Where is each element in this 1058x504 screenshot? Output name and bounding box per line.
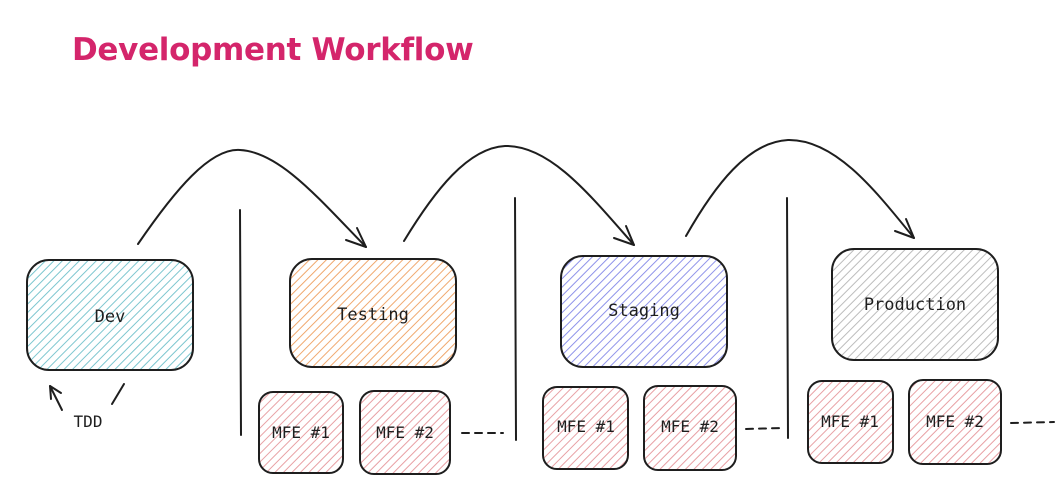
more-mfe-dashes — [1010, 421, 1055, 424]
arrow-staging-to-production — [685, 138, 915, 239]
mfe-card: MFE #1 — [542, 386, 629, 470]
column-divider-3 — [786, 197, 789, 439]
stage-dev: Dev — [26, 259, 194, 371]
stage-dev-label: Dev — [95, 307, 126, 327]
stage-staging: Staging — [560, 255, 728, 368]
stage-testing: Testing — [289, 258, 457, 368]
mfe-card: MFE #2 — [359, 390, 451, 475]
mfe-label: MFE #1 — [557, 417, 615, 436]
stage-staging-label: Staging — [608, 301, 680, 321]
column-divider-2 — [514, 197, 517, 441]
more-mfe-dashes — [745, 427, 783, 430]
mfe-label: MFE #2 — [926, 412, 984, 431]
mfe-label: MFE #1 — [272, 423, 330, 442]
mfe-label: MFE #2 — [661, 417, 719, 436]
arrow-testing-to-staging — [403, 144, 635, 246]
tdd-label: TDD — [74, 412, 103, 431]
mfe-card: MFE #2 — [643, 385, 737, 471]
mfe-card: MFE #2 — [908, 379, 1002, 465]
column-divider-1 — [239, 209, 242, 436]
mfe-label: MFE #1 — [821, 412, 879, 431]
mfe-label: MFE #2 — [376, 423, 434, 442]
arrow-dev-to-testing — [137, 148, 367, 248]
stage-testing-label: Testing — [337, 305, 409, 325]
mfe-card: MFE #1 — [258, 391, 344, 474]
page-title: Development Workflow — [72, 32, 474, 68]
stage-production: Production — [831, 248, 999, 361]
mfe-card: MFE #1 — [807, 380, 894, 464]
stage-production-label: Production — [864, 295, 966, 315]
tdd-loop — [49, 383, 125, 411]
